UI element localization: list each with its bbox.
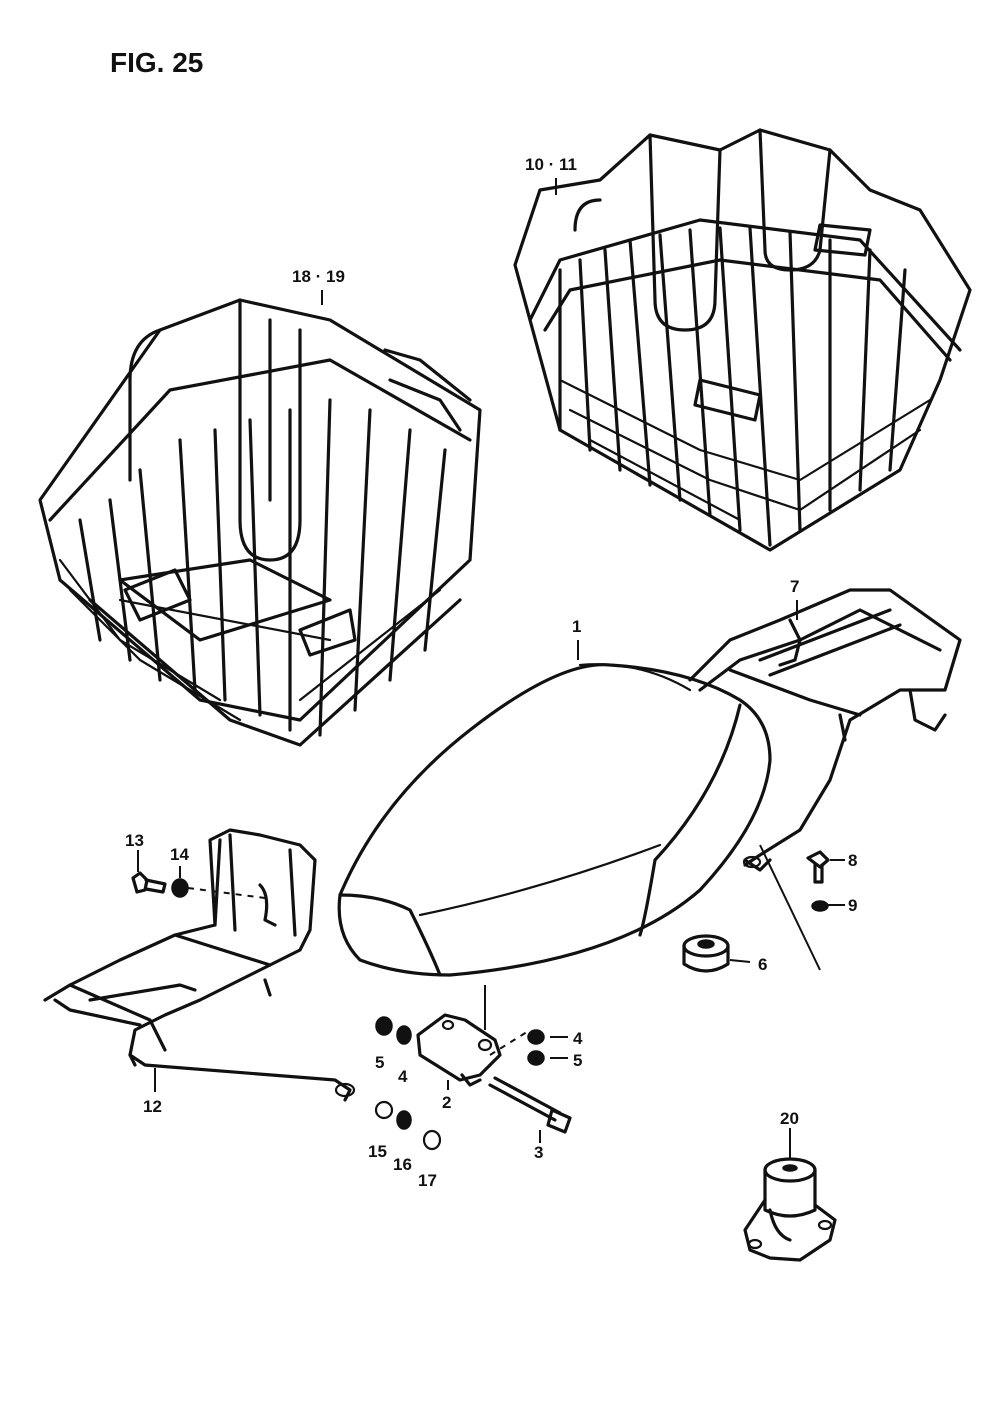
callout-3: 3: [534, 1143, 543, 1162]
front-carrier: [43, 828, 356, 1102]
right-wire-basket: [513, 128, 972, 552]
callout-1: 1: [572, 617, 581, 636]
rear-carrier: [688, 588, 962, 872]
callout-13: 13: [125, 831, 144, 850]
seat: [337, 663, 772, 977]
callout-16: 16: [393, 1155, 412, 1174]
callout-17: 17: [418, 1171, 437, 1190]
small-hardware: [131, 850, 830, 1151]
callout-6: 6: [758, 955, 767, 974]
seat-lock: [743, 1157, 837, 1262]
callout-7: 7: [790, 577, 799, 596]
hinge-bolt: [488, 1076, 572, 1134]
callout-8: 8: [848, 851, 857, 870]
figure-title: FIG. 25: [110, 47, 203, 78]
hinge-plate: [416, 1013, 502, 1087]
callout-5-right: 5: [573, 1051, 582, 1070]
callout-4-left: 4: [398, 1067, 408, 1086]
left-wire-basket: [38, 298, 482, 747]
callout-2: 2: [442, 1093, 451, 1112]
callout-4-right: 4: [573, 1029, 583, 1048]
callout-20: 20: [780, 1109, 799, 1128]
callouts: 1 2 3 4 4 5 5 6 7 8 9 10 · 11 12 13 14 1…: [125, 155, 857, 1190]
callout-5-left: 5: [375, 1053, 384, 1072]
callout-15: 15: [368, 1142, 387, 1161]
callout-9: 9: [848, 896, 857, 915]
callout-12: 12: [143, 1097, 162, 1116]
leader-lines: [137, 178, 845, 1158]
callout-10-11: 10 · 11: [525, 155, 577, 174]
callout-14: 14: [170, 845, 189, 864]
callout-18-19: 18 · 19: [292, 267, 345, 286]
rubber-damper: [682, 934, 730, 973]
